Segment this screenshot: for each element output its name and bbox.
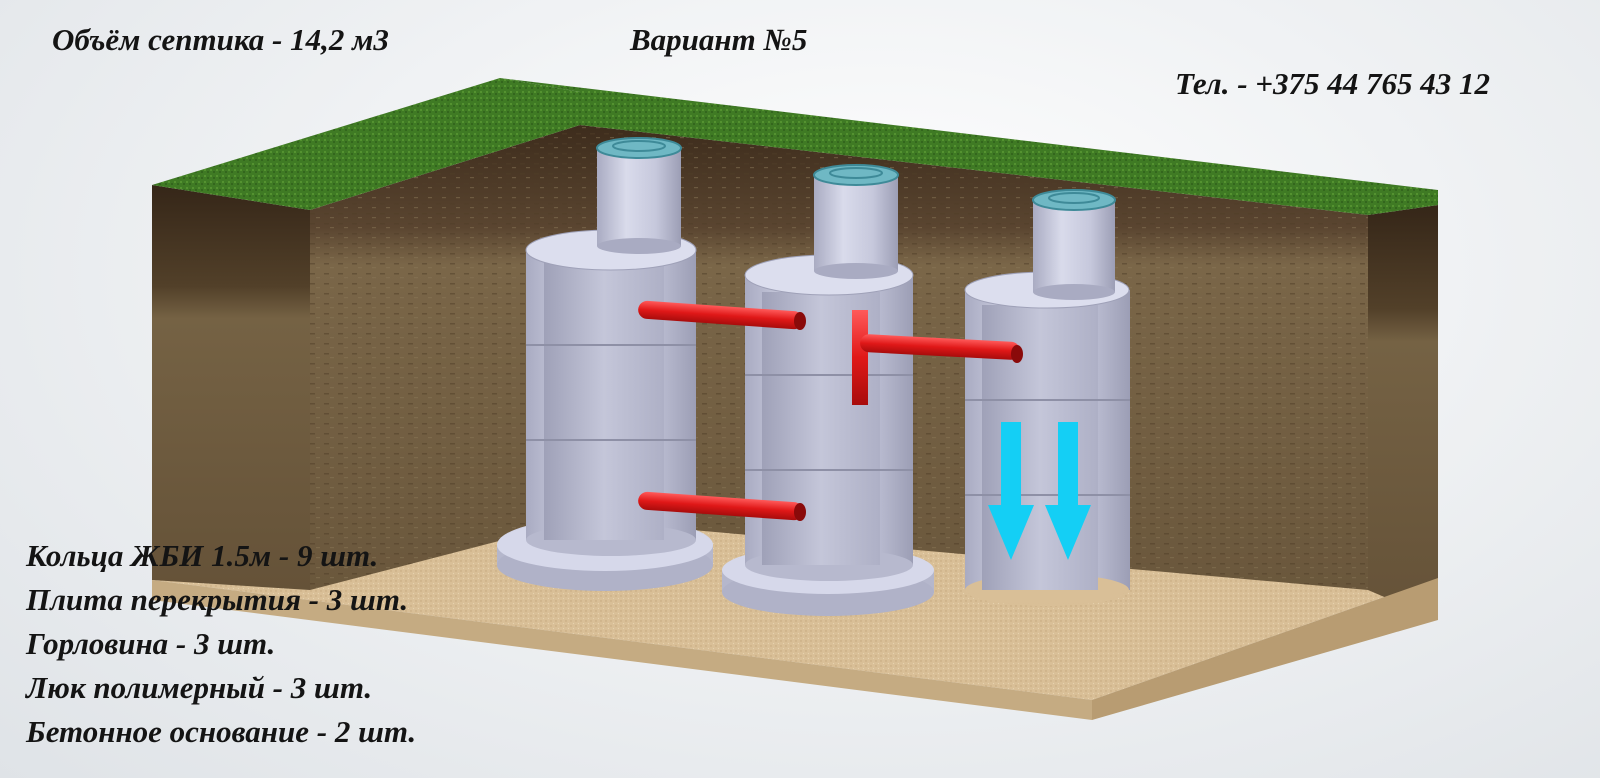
phone-number: Тел. - +375 44 765 43 12 [1175,66,1490,101]
manhole-neck [1033,200,1115,292]
overflow-pipes [638,300,1023,521]
spec-item-base: Бетонное основание - 2 шт. [26,714,417,749]
pit-left-wall [152,185,310,590]
septic-volume-title: Объём септика - 14,2 м3 [52,22,389,57]
arrow-down-icon [1045,422,1091,560]
pipe [638,300,803,330]
grass-top-right [500,78,1438,215]
arrow-down-icon [988,422,1034,560]
pit-back-wall-texture [310,125,580,590]
spec-item-neck: Горловина - 3 шт. [26,626,276,661]
variant-title: Вариант №5 [630,22,808,57]
manhole-neck [814,175,898,271]
pipe [638,491,803,521]
tee-pipe [852,310,868,405]
spec-item-hatch: Люк полимерный - 3 шт. [26,670,373,705]
block-side-face [1368,205,1438,620]
spec-item-cover-slab: Плита перекрытия - 3 шт. [26,582,409,617]
ground-block [152,78,1438,720]
spec-item-rings: Кольца ЖБИ 1.5м - 9 шт. [26,538,379,573]
pipe [860,334,1020,360]
manhole-neck [597,148,681,246]
base-right-face [1092,578,1438,720]
base-front-face [152,580,1092,720]
specification-list: Кольца ЖБИ 1.5м - 9 шт. Плита перекрытия… [26,534,416,754]
grass-top-left [152,78,580,210]
